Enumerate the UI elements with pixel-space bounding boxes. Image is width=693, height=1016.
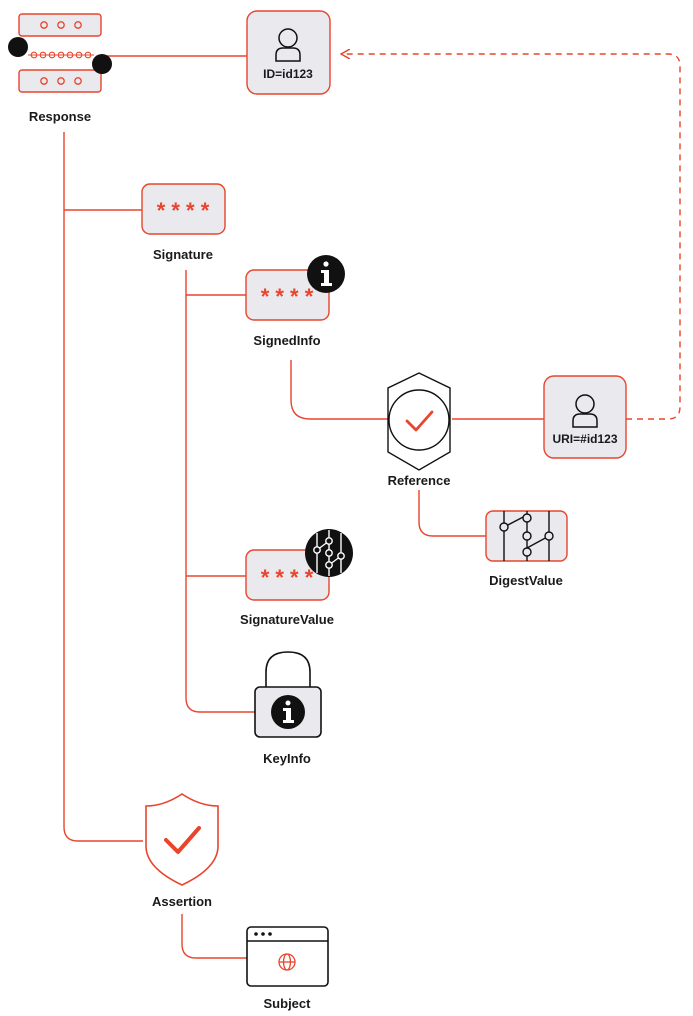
reference-label: Reference [387,473,451,488]
signaturevalue-box [245,529,353,601]
hash-tree-icon [485,510,568,562]
edge-uri-to-id-dashed [342,54,681,420]
id-element-box [246,10,331,95]
signaturevalue-mask: * * * * [261,565,314,590]
reference-uri-box [543,375,627,459]
signature-mask: * * * * [157,198,210,223]
signature-label: Signature [153,247,213,262]
browser-globe-icon [246,926,329,987]
signedinfo-box [245,255,345,321]
reference-uri-text: URI=#id123 [552,432,618,446]
edge-signature-trunk [185,270,255,713]
subject-label: Subject [263,996,311,1011]
edge-signedinfo-reference [290,360,388,420]
info-icon [307,255,345,293]
digestvalue-label: DigestValue [489,573,563,588]
signedinfo-mask: * * * * [261,284,314,309]
id-element-text: ID=id123 [263,67,313,81]
assertion-label: Assertion [152,894,212,909]
signature-box [141,183,226,235]
signedinfo-label: SignedInfo [253,333,321,348]
edge-reference-digest [418,490,486,537]
check-shield-icon [145,793,219,886]
connectors [63,54,681,959]
check-shield-icon [387,372,451,471]
user-icon [572,394,598,428]
keyinfo-label: KeyInfo [263,751,311,766]
hash-tree-icon [305,529,353,577]
server-rack-icon [8,13,112,93]
padlock-info-icon [254,651,322,738]
edge-response-trunk [63,132,143,842]
user-icon [275,28,301,62]
signaturevalue-label: SignatureValue [240,612,334,627]
response-label: Response [28,109,92,124]
edge-assertion-subject [181,914,247,959]
